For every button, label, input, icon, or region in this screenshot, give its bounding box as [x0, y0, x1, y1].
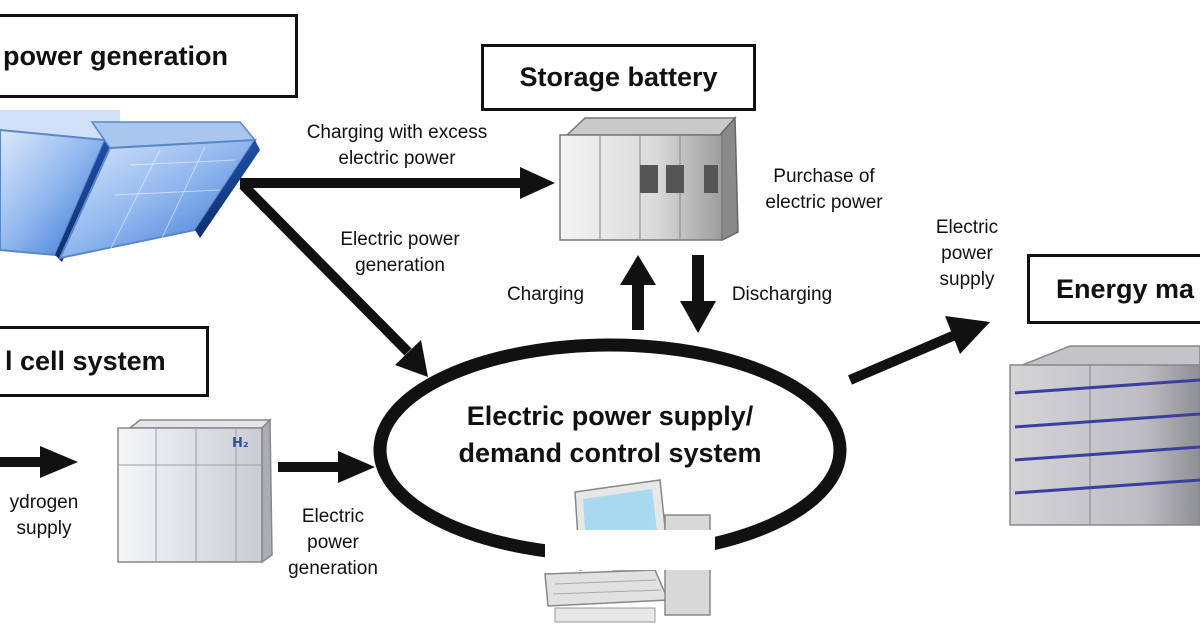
- storage-battery-image: [559, 116, 739, 242]
- arrow-solar-to-storage: [240, 167, 555, 199]
- label-charging: Charging: [506, 284, 585, 305]
- solar-power-title: power generation: [3, 40, 229, 71]
- label-solar-generation: Electric power generation: [340, 229, 460, 276]
- storage-battery-title: Storage battery: [519, 62, 718, 92]
- arrow-hydrogen-to-fuel-cell: [0, 446, 78, 478]
- label-power-supply: Electric power supply: [935, 217, 999, 290]
- fuel-cell-title: l cell system: [5, 346, 166, 376]
- storage-battery-box: Storage battery: [481, 44, 756, 111]
- control-system-title: Electric power supply/ demand control sy…: [458, 401, 762, 468]
- arrow-discharging-down: [680, 255, 716, 333]
- label-discharging: Discharging: [731, 284, 833, 305]
- label-charging-excess: Charging with excess electric power: [306, 122, 488, 169]
- solar-panel-image: [0, 110, 260, 262]
- arrow-solar-to-control: [239, 181, 428, 377]
- label-purchase: Purchase of electric power: [765, 166, 883, 213]
- energy-management-title: Energy ma: [1056, 273, 1195, 304]
- solar-power-box: power generation: [0, 14, 298, 98]
- fuel-cell-image: [117, 418, 273, 564]
- fuel-cell-box: l cell system: [0, 326, 209, 397]
- arrow-fuel-cell-to-control: [278, 451, 375, 483]
- arrow-charging-up: [620, 255, 656, 330]
- energy-management-box: Energy ma: [1027, 254, 1200, 324]
- label-fuel-generation: Electric power generation: [288, 506, 378, 579]
- building-image: [1009, 345, 1200, 526]
- arrow-control-to-building: [848, 316, 990, 385]
- hydrogen-badge: H₂: [232, 436, 249, 451]
- label-hydrogen-supply: ydrogen supply: [9, 492, 79, 539]
